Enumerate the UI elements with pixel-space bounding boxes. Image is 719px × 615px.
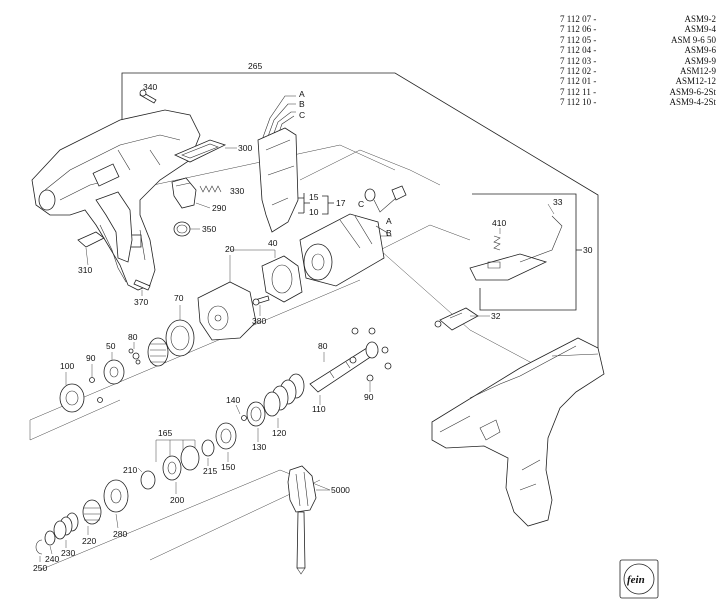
label-32: 32 (491, 311, 501, 321)
construction-lines (29, 144, 546, 571)
switch-module-15 (257, 127, 299, 233)
label-A1: A (299, 89, 305, 99)
button-290 (171, 177, 197, 209)
label-100: 100 (60, 361, 74, 371)
label-90b: 90 (364, 392, 374, 402)
label-300: 300 (238, 143, 252, 153)
label-130: 130 (252, 442, 266, 452)
label-80b: 80 (318, 341, 328, 351)
model-row: 7 112 04 -ASM9-6 (560, 45, 716, 56)
spring-230 (53, 512, 79, 540)
label-210: 210 (123, 465, 137, 475)
label-410: 410 (492, 218, 506, 228)
washer-280 (103, 479, 129, 513)
assembly-box-30 (472, 193, 577, 311)
model-row: 7 112 06 -ASM9-4 (560, 24, 716, 35)
spring-410 (493, 235, 501, 251)
model-row: 7 112 11 -ASM9-6-2St (560, 86, 716, 97)
label-340: 340 (143, 82, 157, 92)
model-row: 7 112 07 -ASM9-2 (560, 14, 716, 24)
model-list: 7 112 07 -ASM9-2 7 112 06 -ASM9-4 7 112 … (560, 14, 716, 108)
label-5000: 5000 (331, 485, 350, 495)
label-350: 350 (202, 224, 216, 234)
model-row: 7 112 05 -ASM 9-6 50 (560, 34, 716, 45)
label-250: 250 (33, 563, 47, 573)
connector-c (364, 185, 407, 213)
logo-text: fein (627, 574, 645, 586)
ring-215 (201, 439, 215, 457)
spring-330 (199, 185, 222, 193)
label-280: 280 (113, 529, 127, 539)
model-row: 7 112 01 -ASM12-12 (560, 76, 716, 87)
label-310: 310 (78, 265, 92, 275)
clutch-spring-120 (263, 373, 305, 417)
label-140: 140 (226, 395, 240, 405)
bracket-40 (261, 255, 303, 303)
label-40: 40 (268, 238, 278, 248)
label-15: 15 (309, 192, 319, 202)
label-150: 150 (221, 462, 235, 472)
assembled-tool (431, 337, 605, 527)
sleeve-200 (162, 445, 200, 481)
gear-housing (197, 281, 257, 341)
label-90a: 90 (86, 353, 96, 363)
label-A2: A (386, 216, 392, 226)
planet-carrier-50 (103, 359, 125, 385)
assembly-bracket-265 (121, 72, 599, 350)
sleeve-220 (82, 499, 102, 525)
oring-350 (173, 221, 191, 237)
washer-130 (246, 401, 266, 427)
model-row: 7 112 02 -ASM12-9 (560, 66, 716, 77)
label-215: 215 (203, 466, 217, 476)
label-370: 370 (134, 297, 148, 307)
label-C2: C (358, 199, 364, 209)
gear-150 (215, 422, 237, 450)
label-10: 10 (309, 207, 319, 217)
label-20: 20 (225, 244, 235, 254)
label-265: 265 (248, 61, 262, 71)
label-30: 30 (583, 245, 593, 255)
screwdriver-5000 (287, 465, 317, 575)
ball-90 (89, 377, 95, 383)
label-330: 330 (230, 186, 244, 196)
connector-32 (434, 307, 479, 331)
label-165: 165 (158, 428, 172, 438)
label-110: 110 (312, 404, 326, 414)
label-230: 230 (61, 548, 75, 558)
label-290: 290 (212, 203, 226, 213)
model-row: 7 112 03 -ASM9-9 (560, 55, 716, 66)
bearing-100 (59, 383, 85, 413)
sensor-plate (469, 215, 563, 281)
label-17: 17 (336, 198, 346, 208)
spindle-110 (309, 327, 392, 393)
clip-250 (35, 539, 43, 555)
label-200: 200 (170, 495, 184, 505)
ring-240 (44, 530, 56, 546)
label-33: 33 (553, 197, 563, 207)
pin-370 (133, 279, 151, 291)
label-380: 380 (252, 316, 266, 326)
trigger-310 (77, 191, 133, 263)
label-220: 220 (82, 536, 96, 546)
label-C1: C (299, 110, 305, 120)
label-120: 120 (272, 428, 286, 438)
label-70: 70 (174, 293, 184, 303)
ball-140 (241, 415, 247, 421)
screw-380 (252, 295, 270, 306)
motor-20 (299, 213, 392, 287)
label-80a: 80 (128, 332, 138, 342)
planet-gears-80 (128, 337, 169, 367)
label-B1: B (299, 99, 305, 109)
plate-300 (174, 139, 227, 163)
model-row: 7 112 10 -ASM9-4-2St (560, 97, 716, 108)
label-50: 50 (106, 341, 116, 351)
label-B2: B (386, 228, 392, 238)
ring-gear-70 (165, 319, 195, 357)
label-240: 240 (45, 554, 59, 564)
fein-logo: fein (619, 559, 659, 599)
screw-340 (139, 89, 157, 104)
ring-210 (140, 470, 156, 490)
